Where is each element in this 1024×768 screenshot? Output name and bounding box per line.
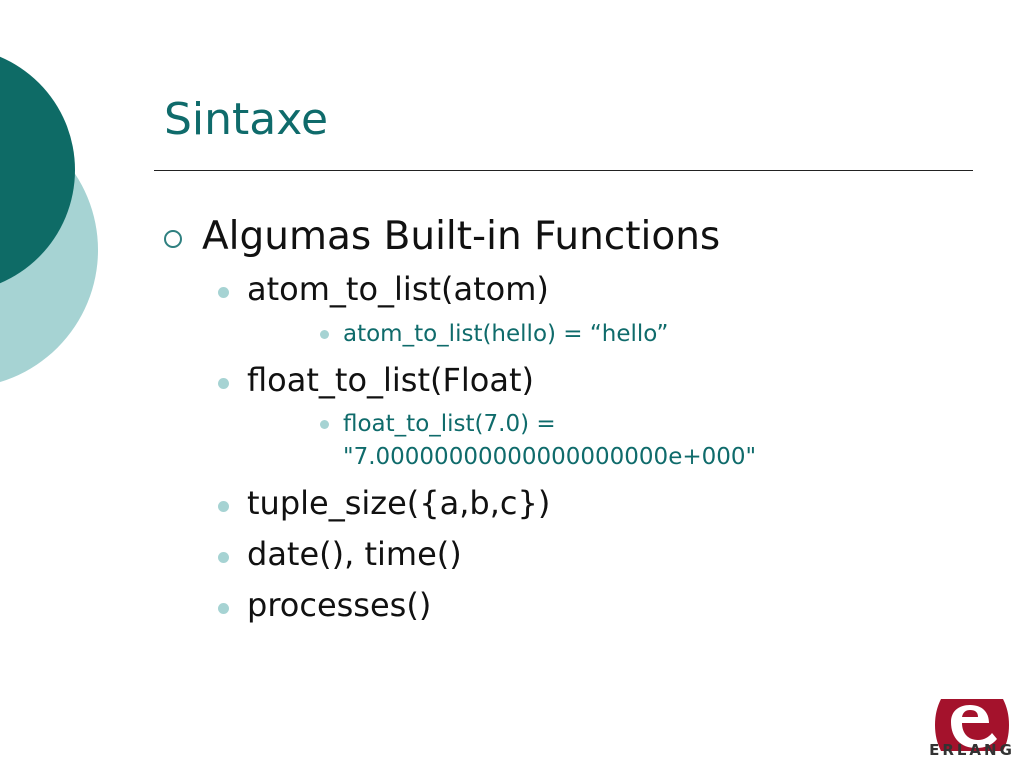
list-item-text: atom_to_list(atom) [247, 270, 549, 308]
dot-bullet-icon [320, 420, 329, 429]
sub-list-item-text: "7.00000000000000000000e+000" [343, 444, 757, 470]
decorative-circles [0, 56, 98, 383]
erlang-logo-text: ERLANG [929, 741, 1015, 759]
dot-bullet-icon [218, 378, 229, 389]
hollow-circle-bullet-icon [164, 230, 182, 248]
sub-list-item-text: atom_to_list(hello) = “hello” [343, 321, 669, 347]
list-item-text: float_to_list(Float) [247, 361, 535, 399]
heading-text: Algumas Built-in Functions [202, 214, 721, 259]
dot-bullet-icon [218, 287, 229, 298]
dot-bullet-icon [320, 330, 329, 339]
list-item-text: processes() [247, 586, 432, 624]
title-divider [154, 170, 973, 171]
dot-bullet-icon [218, 552, 229, 563]
erlang-logo-icon [932, 699, 1012, 751]
sub-list-item-text: float_to_list(7.0) = [343, 411, 556, 437]
slide-title: Sintaxe [164, 94, 329, 145]
dot-bullet-icon [218, 501, 229, 512]
dot-bullet-icon [218, 603, 229, 614]
list-item-text: date(), time() [247, 535, 462, 573]
list-item-text: tuple_size({a,b,c}) [247, 484, 551, 522]
